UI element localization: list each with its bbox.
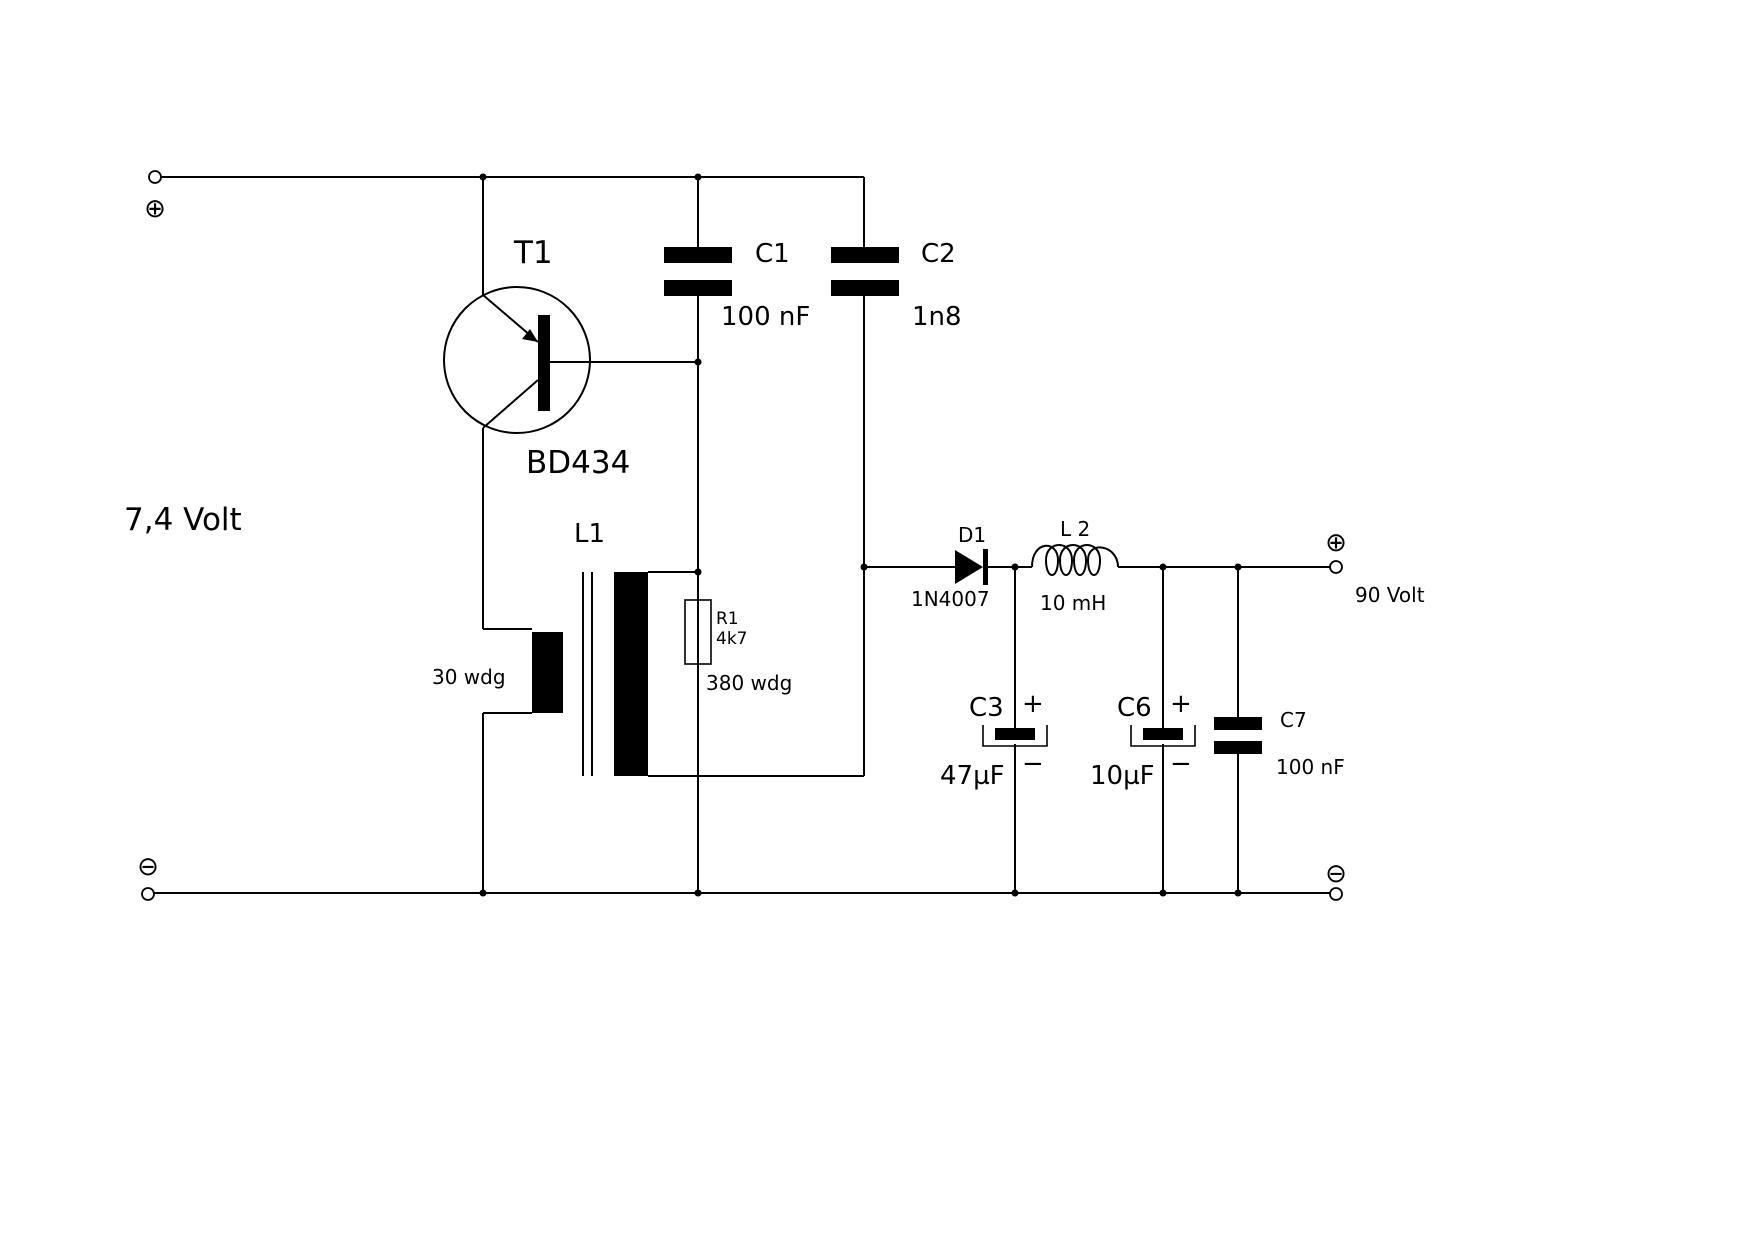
primary-winding: [532, 632, 563, 713]
c3-plate-bottom: [982, 725, 1048, 747]
output-plus-symbol: ⊕: [1325, 528, 1347, 558]
diode-cathode-bar: [983, 549, 988, 585]
c6-plate-top: [1143, 728, 1183, 740]
junction-dot: [479, 889, 487, 897]
c7-plate-top: [1214, 717, 1262, 730]
l2-name: L 2: [1060, 517, 1090, 541]
transistor-part: BD434: [526, 445, 630, 481]
diode-d1: D1 1N4007: [911, 523, 990, 611]
c2-value: 1n8: [912, 302, 962, 332]
junction-dot: [1011, 563, 1019, 571]
junctions: [479, 173, 1242, 897]
junction-dot: [1159, 889, 1167, 897]
junction-dot: [694, 173, 702, 181]
transformer-l1: L1 30 wdg 380 wdg: [432, 519, 792, 776]
c6-plate-bottom: [1130, 725, 1196, 747]
r1-name: R1: [716, 609, 739, 629]
emitter-arrow-icon: [522, 329, 538, 342]
junction-dot: [1159, 563, 1167, 571]
transistor-name: T1: [513, 235, 553, 271]
input-plus-symbol: ⊕: [144, 194, 166, 224]
c7-plate-bottom: [1214, 741, 1262, 754]
junction-dot: [1234, 889, 1242, 897]
junction-dot: [860, 563, 868, 571]
c2-name: C2: [921, 239, 956, 269]
l1-name: L1: [574, 519, 605, 549]
secondary-winding: [614, 572, 648, 776]
c3-minus: −: [1022, 749, 1044, 779]
c3-name: C3: [969, 693, 1004, 723]
capacitor-c7: C7 100 nF: [1214, 708, 1345, 779]
input-minus-symbol: ⊖: [137, 852, 159, 882]
c1-name: C1: [755, 239, 790, 269]
c3-plus: +: [1022, 689, 1044, 719]
junction-dot: [694, 568, 702, 576]
output-plus-terminal[interactable]: [1329, 560, 1343, 574]
c3-value: 47µF: [940, 761, 1005, 791]
d1-part: 1N4007: [911, 587, 990, 611]
c1-plate-top: [664, 247, 732, 263]
c6-plus: +: [1170, 689, 1192, 719]
junction-dot: [694, 358, 702, 366]
r1-value: 4k7: [716, 629, 747, 649]
d1-name: D1: [958, 523, 986, 547]
capacitor-c2: C2 1n8: [831, 239, 962, 332]
c1-plate-bottom: [664, 280, 732, 296]
diode-triangle: [955, 550, 983, 584]
capacitor-c6: + − C6 10µF: [1090, 689, 1196, 791]
c6-name: C6: [1117, 693, 1152, 723]
c1-value: 100 nF: [721, 302, 810, 332]
c7-value: 100 nF: [1276, 755, 1345, 779]
output-minus-terminal[interactable]: [1329, 887, 1343, 901]
resistor-r1: R1 4k7: [684, 599, 747, 893]
capacitor-c3: + − C3 47µF: [940, 689, 1048, 791]
transistor-collector-lead: [482, 379, 539, 429]
c2-plate-bottom: [831, 280, 899, 296]
transistor-base-bar: [538, 315, 550, 411]
l2-value: 10 mH: [1040, 591, 1106, 615]
transistor-t1: T1 BD434: [443, 235, 630, 481]
c6-value: 10µF: [1090, 761, 1155, 791]
junction-dot: [479, 173, 487, 181]
c6-minus: −: [1170, 749, 1192, 779]
c7-name: C7: [1280, 708, 1307, 732]
input-terminals: ⊕ ⊖ 7,4 Volt: [124, 170, 242, 901]
c3-plate-top: [995, 728, 1035, 740]
junction-dot: [1011, 889, 1019, 897]
inductor-l2: L 2 10 mH: [1031, 517, 1119, 615]
output-terminals: ⊕ ⊖ 90 Volt: [1325, 528, 1425, 901]
input-voltage-label: 7,4 Volt: [124, 502, 242, 538]
l1-secondary-turns: 380 wdg: [706, 671, 792, 695]
transistor-envelope: [443, 286, 591, 434]
capacitor-c1: C1 100 nF: [664, 239, 810, 332]
l2-coil: [1031, 544, 1119, 576]
junction-dot: [1234, 563, 1242, 571]
input-plus-terminal[interactable]: [148, 170, 162, 184]
wires: [148, 176, 1336, 894]
l1-primary-turns: 30 wdg: [432, 665, 506, 689]
c2-plate-top: [831, 247, 899, 263]
input-minus-terminal[interactable]: [141, 887, 155, 901]
output-voltage-label: 90 Volt: [1355, 583, 1425, 607]
output-minus-symbol: ⊖: [1325, 859, 1347, 889]
